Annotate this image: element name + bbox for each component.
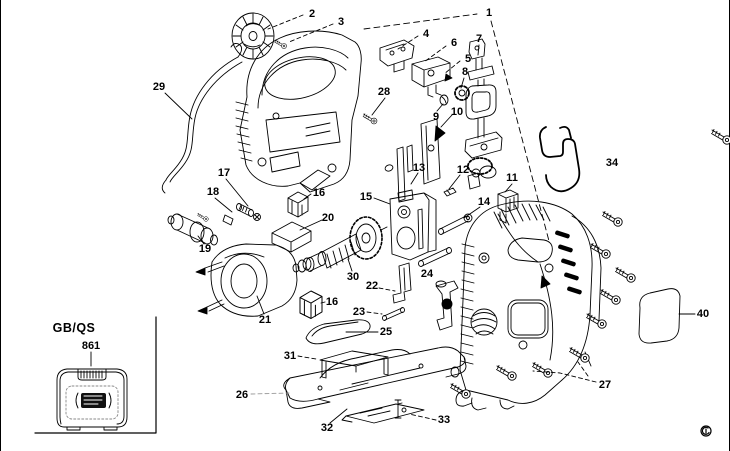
part-label-30: 30 — [346, 271, 360, 283]
part-label-1: 1 — [485, 7, 493, 19]
part-label-25: 25 — [379, 326, 393, 338]
part-label-5: 5 — [464, 53, 472, 65]
part-label-8: 8 — [461, 66, 469, 78]
inset-border — [34, 316, 157, 434]
circled-mark-icon — [700, 425, 712, 437]
part-label-22: 22 — [365, 280, 379, 292]
right-housing-drawing — [450, 200, 602, 411]
part-label-10: 10 — [450, 106, 464, 118]
part-label-29: 29 — [152, 81, 166, 93]
switch-parts-drawing — [379, 39, 453, 98]
shoe-assembly-drawing — [283, 319, 467, 424]
part-label-26: 26 — [235, 389, 249, 401]
part-label-6: 6 — [450, 37, 458, 49]
variant-label: GB/QS — [52, 321, 96, 335]
screw-3-drawing — [274, 39, 287, 49]
leader-lines — [90, 14, 696, 424]
part-label-11: 11 — [506, 172, 518, 184]
cable-drawing — [161, 42, 243, 194]
part-label-33: 33 — [437, 414, 451, 426]
part-label-19: 19 — [198, 243, 212, 255]
part-label-16: 16 — [312, 187, 326, 199]
part-label-23: 23 — [352, 306, 366, 318]
part-label-34: 34 — [605, 157, 619, 169]
screws-drawing — [450, 129, 730, 399]
motor-parts-drawing — [167, 191, 388, 319]
part-label-9: 9 — [432, 111, 440, 123]
part-label-12: 12 — [456, 164, 470, 176]
part-label-18: 18 — [206, 186, 220, 198]
part-label-40: 40 — [696, 308, 710, 320]
black-and-decker-logo — [75, 392, 112, 409]
cover-plate-drawing — [638, 288, 681, 344]
part-label-14: 14 — [477, 196, 491, 208]
reference-dashed-lines — [363, 13, 550, 242]
left-housing-drawing — [235, 30, 362, 193]
fan-gear-drawing — [231, 12, 275, 60]
bracket-parts-drawing — [382, 144, 519, 331]
kitbox-drawing — [34, 316, 157, 434]
part-label-31: 31 — [283, 350, 297, 362]
part-label-2: 2 — [308, 8, 316, 20]
part-label-3: 3 — [337, 16, 345, 28]
part-label-4: 4 — [422, 28, 430, 40]
part-label-13: 13 — [412, 162, 426, 174]
part-label-16: 16 — [325, 296, 339, 308]
wireform-drawing — [538, 125, 581, 193]
part-label-21: 21 — [258, 314, 272, 326]
part-label-24: 24 — [420, 268, 434, 280]
frame-border-left — [0, 0, 1, 451]
part-label-27: 27 — [598, 379, 612, 391]
part-label-20: 20 — [321, 212, 335, 224]
plunger-assembly-drawing — [362, 38, 503, 197]
part-label-32: 32 — [320, 422, 334, 434]
part-label-28: 28 — [377, 86, 391, 98]
kitbox-part-number: 861 — [81, 340, 101, 352]
part-label-7: 7 — [475, 33, 483, 45]
part-label-15: 15 — [359, 191, 373, 203]
part-label-17: 17 — [217, 167, 231, 179]
